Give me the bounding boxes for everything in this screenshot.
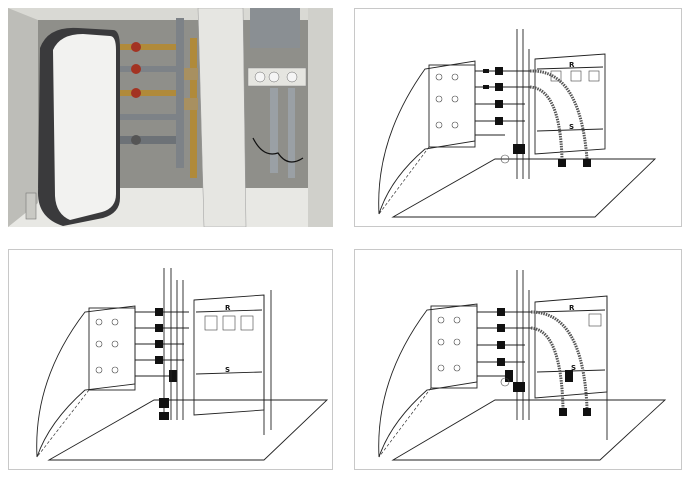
photo-boiler-installation xyxy=(8,8,333,227)
supply-label: S xyxy=(571,364,576,372)
vertical-riser xyxy=(500,29,530,179)
flexible-hoses xyxy=(530,310,591,416)
flexible-hoses xyxy=(529,69,591,167)
photo-scene xyxy=(8,8,333,227)
return-label: R xyxy=(569,304,575,312)
vertical-riser xyxy=(500,270,530,420)
schematic-drawing: R S xyxy=(378,29,657,218)
supply-pipes xyxy=(477,308,531,382)
heating-manifold xyxy=(247,8,307,178)
cabinet-left-wall xyxy=(8,8,38,227)
supply-pipes xyxy=(475,67,530,136)
schematic-drawing: R S xyxy=(36,268,329,461)
partition-board xyxy=(197,8,247,227)
floor-plate xyxy=(391,158,657,218)
diagram-combined-routing: R S xyxy=(354,249,682,470)
supply-label: S xyxy=(569,123,574,131)
diagram-flexible-hose-routing: R S xyxy=(354,8,682,227)
boiler-outline xyxy=(378,60,476,215)
boiler-connection-pipes xyxy=(120,18,198,178)
cabinet-right-wall xyxy=(308,8,333,227)
door-hinge xyxy=(25,192,37,220)
manifold-board: R S xyxy=(534,53,606,155)
manifold-board: R S xyxy=(534,295,608,440)
schematic-drawing: R S xyxy=(378,270,667,461)
return-label: R xyxy=(225,304,231,312)
supply-label: S xyxy=(225,366,230,374)
boiler-front-cover xyxy=(53,34,116,220)
manifold-board: R S xyxy=(193,290,272,435)
diagram-rigid-pipe-routing: R S xyxy=(8,249,333,470)
vertical-riser xyxy=(159,268,184,420)
supply-pipes xyxy=(135,308,189,382)
boiler-outline xyxy=(378,303,478,458)
floor-plate xyxy=(47,399,329,461)
return-label: R xyxy=(569,61,575,69)
floor-plate xyxy=(391,399,667,461)
boiler-outline xyxy=(36,305,136,458)
